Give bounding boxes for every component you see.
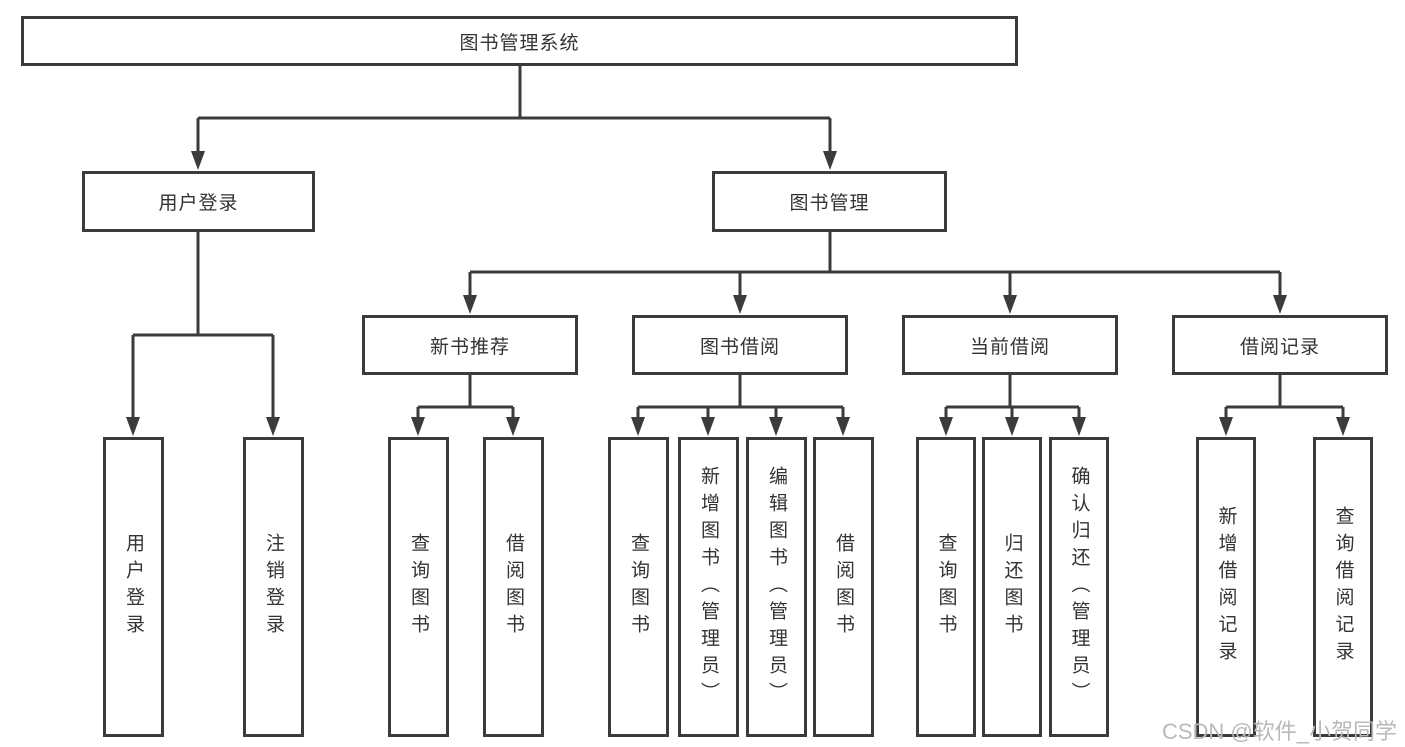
leaf-query-books-recommend: 查询图书: [388, 437, 449, 737]
leaf-query-borrow-record: 查询借阅记录: [1313, 437, 1373, 737]
leaf-query-books-current: 查询图书: [916, 437, 976, 737]
node-book-borrow: 图书借阅: [632, 315, 848, 375]
arrowheads: [126, 151, 1350, 436]
watermark: CSDN @软件_小贺同学: [1161, 719, 1397, 744]
node-user-login: 用户登录: [82, 171, 315, 232]
leaf-query-books-borrow: 查询图书: [608, 437, 669, 737]
leaf-edit-books-admin: 编辑图书（管理员）: [746, 437, 807, 737]
leaf-return-books: 归还图书: [982, 437, 1042, 737]
leaf-add-books-admin: 新增图书（管理员）: [678, 437, 739, 737]
leaf-user-login: 用户登录: [103, 437, 164, 737]
leaf-borrow-books: 借阅图书: [813, 437, 874, 737]
node-book-management: 图书管理: [712, 171, 947, 232]
leaf-borrow-books-recommend: 借阅图书: [483, 437, 544, 737]
node-borrow-records: 借阅记录: [1172, 315, 1388, 375]
node-current-borrow: 当前借阅: [902, 315, 1118, 375]
leaf-confirm-return-admin: 确认归还（管理员）: [1049, 437, 1109, 737]
node-new-book-recommend: 新书推荐: [362, 315, 578, 375]
leaf-add-borrow-record: 新增借阅记录: [1196, 437, 1256, 737]
leaf-logout: 注销登录: [243, 437, 304, 737]
node-root-library-system: 图书管理系统: [21, 16, 1018, 66]
